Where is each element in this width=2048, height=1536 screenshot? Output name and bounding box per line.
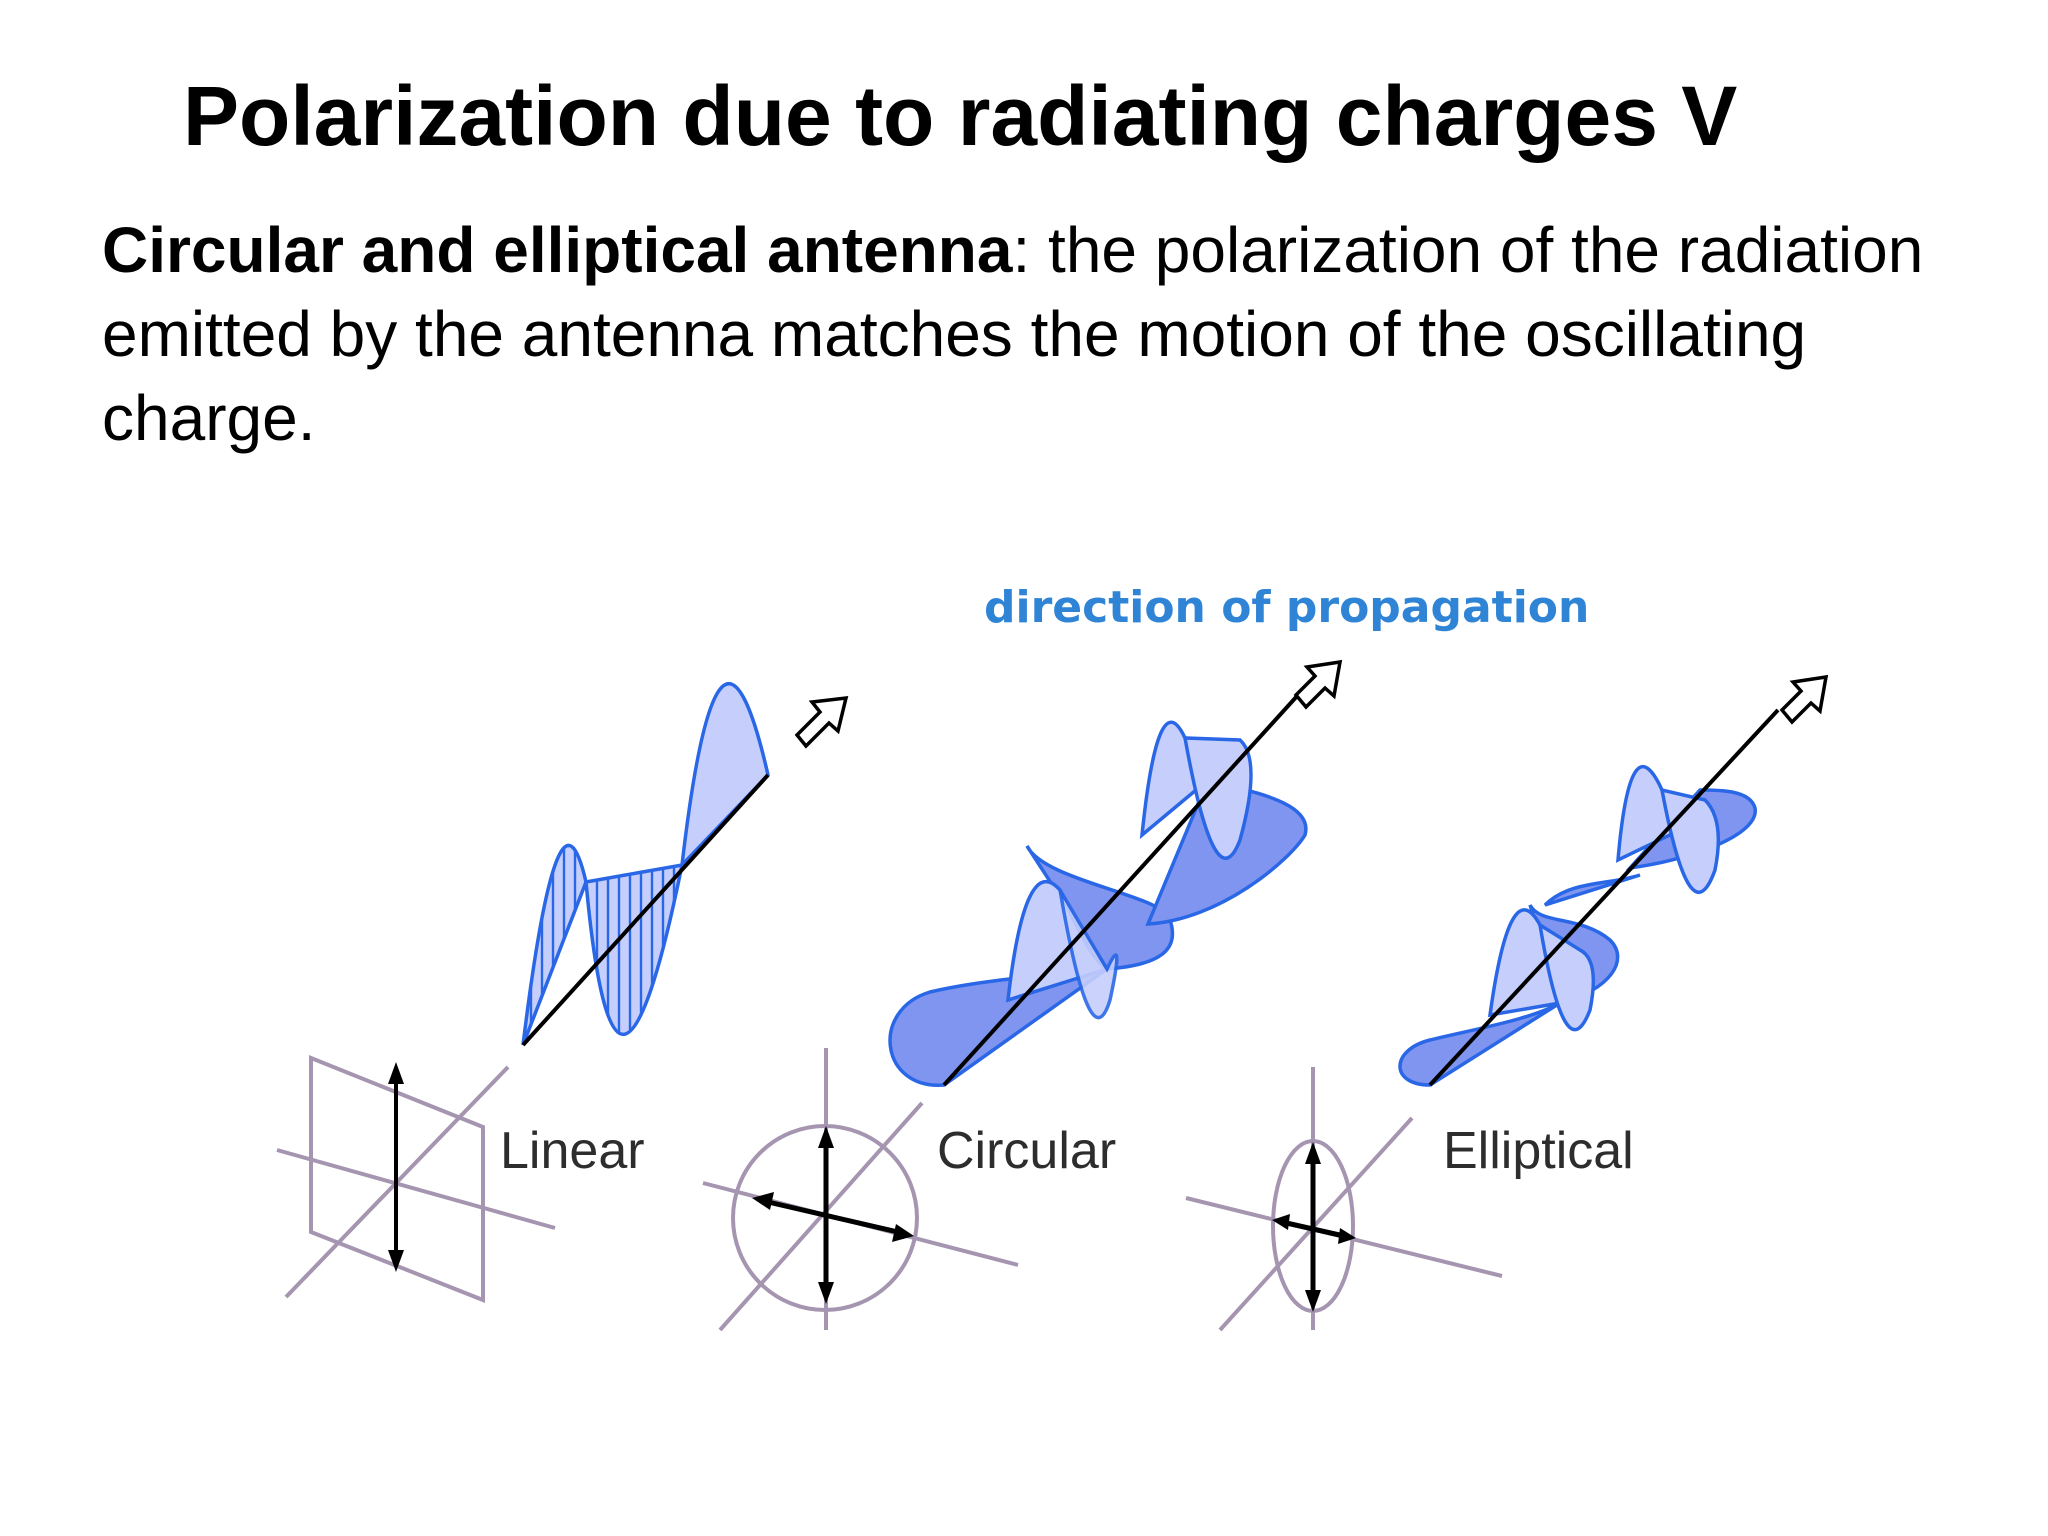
linear-label: Linear (500, 1122, 645, 1180)
circular-frame (702, 1048, 1019, 1332)
circular-arrows-icon (752, 1126, 914, 1304)
propagation-label: direction of propagation (984, 582, 1589, 633)
elliptical-wave (1398, 708, 1780, 1087)
body-text: Circular and elliptical antenna: the pol… (102, 208, 1982, 460)
elliptical-propagation-arrow-icon (1779, 674, 1829, 725)
body-text-bold: Circular and elliptical antenna (102, 214, 1013, 286)
linear-propagation-arrow-icon (794, 695, 849, 749)
elliptical-label: Elliptical (1443, 1122, 1634, 1180)
body-text-rest: : the polarization of the radiation emit… (102, 214, 1924, 454)
elliptical-arrows-icon (1272, 1142, 1356, 1312)
circular-wave (888, 693, 1308, 1087)
circular-propagation-arrow-icon (1293, 659, 1343, 710)
circular-label: Circular (937, 1122, 1116, 1180)
linear-arrow-icon (388, 1062, 404, 1272)
slide-title: Polarization due to radiating charges V (183, 69, 1738, 163)
elliptical-frame (1185, 1067, 1503, 1332)
linear-wave (521, 682, 770, 1047)
